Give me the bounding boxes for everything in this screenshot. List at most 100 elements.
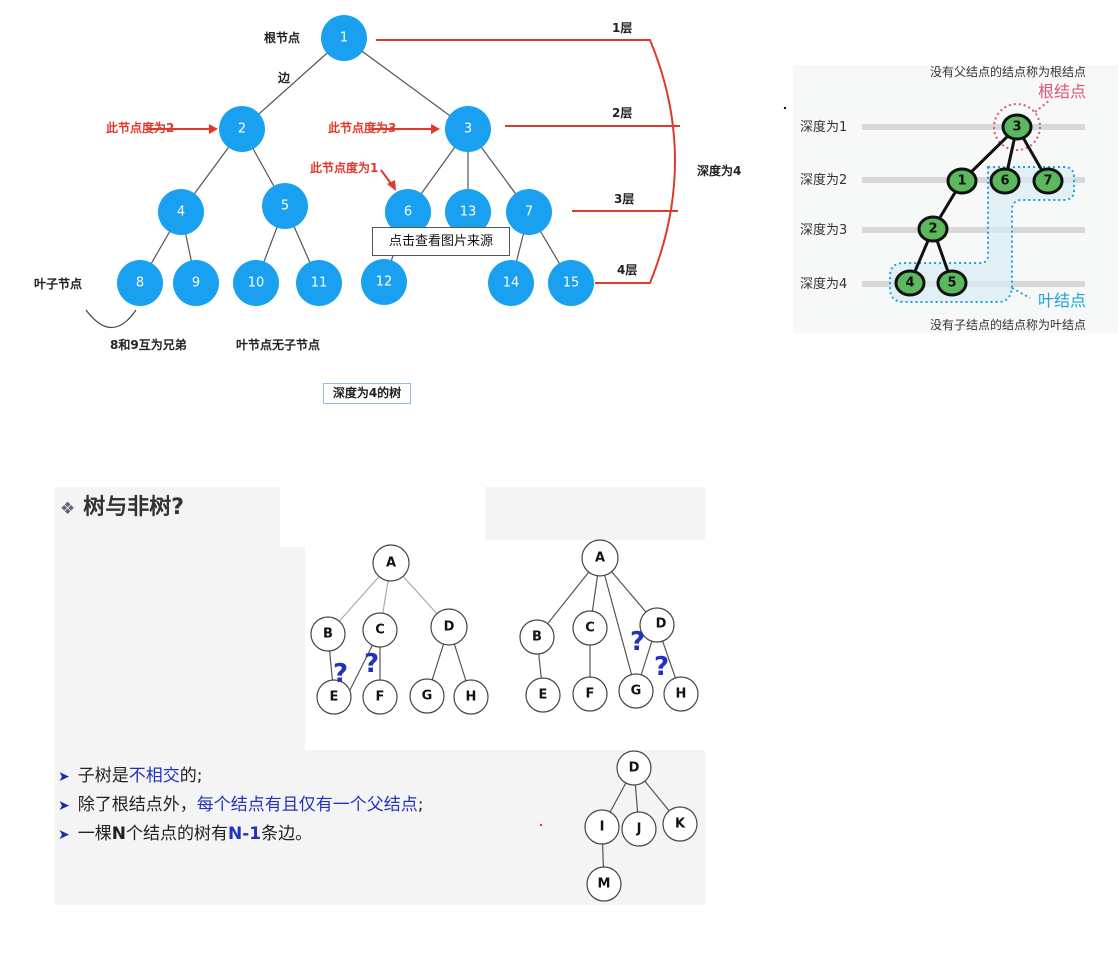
bullet-list: ➤子树是不相交的; ➤除了根结点外，每个结点有且仅有一个父结点; ➤一棵N个结点… (58, 762, 423, 849)
svg-text:G: G (422, 689, 433, 704)
tree-node: 5 (936, 269, 968, 297)
tree-node: 13 (445, 189, 491, 235)
tree-node: J (621, 811, 657, 847)
section-title: ❖ 树与非树? (60, 489, 184, 521)
root-title: 根结点 (1038, 82, 1086, 101)
tree-node: H (663, 676, 699, 712)
degree1-label: 此节点度为1 (310, 160, 378, 175)
tree-node: D (430, 608, 468, 646)
svg-text:D: D (444, 620, 455, 635)
svg-text:7: 7 (525, 205, 533, 220)
edge-label: 边 (277, 70, 291, 85)
leaf-title: 叶结点 (1038, 291, 1086, 310)
tree-node: 5 (262, 183, 308, 229)
arrow-bullet-icon: ➤ (58, 798, 70, 814)
tree-node: D (639, 607, 675, 643)
tree1-nodes: A B C D E F G H (310, 544, 489, 715)
svg-text:1: 1 (957, 174, 966, 189)
tree-node: 2 (219, 106, 265, 152)
svg-text:5: 5 (281, 199, 289, 214)
svg-text:14: 14 (503, 276, 520, 291)
section-title-text: 树与非树? (83, 495, 185, 520)
leaf-definition: 没有子结点的结点称为叶结点 (930, 317, 1086, 332)
svg-text:F: F (376, 690, 385, 705)
tree-node: M (586, 866, 622, 902)
svg-text:5: 5 (947, 276, 956, 291)
bullet-item: ➤子树是不相交的; (58, 766, 203, 786)
tree-node: 11 (296, 260, 342, 306)
svg-text:2: 2 (238, 122, 246, 137)
svg-text:13: 13 (460, 205, 477, 220)
figure-caption: 深度为4的树 (323, 383, 411, 404)
tree-node: 14 (488, 260, 534, 306)
level-3-label: 3层 (614, 192, 634, 206)
tree-node: F (362, 679, 398, 715)
svg-text:10: 10 (248, 276, 265, 291)
svg-text:6: 6 (404, 205, 412, 220)
tree-node: E (525, 677, 561, 713)
tree-node: 9 (173, 260, 219, 306)
svg-text:B: B (323, 627, 333, 642)
degree2-label: 此节点度为2 (106, 120, 174, 135)
tree-node: 1 (946, 167, 978, 195)
svg-text:J: J (636, 822, 642, 837)
tree-node: 12 (361, 259, 407, 305)
svg-text:H: H (676, 687, 687, 702)
svg-text:D: D (629, 761, 640, 776)
question-mark: ? (630, 627, 645, 657)
image-source-tooltip[interactable]: 点击查看图片来源 (372, 227, 510, 256)
root-label: 根节点 (264, 30, 300, 45)
svg-text:A: A (595, 551, 605, 566)
svg-text:15: 15 (563, 276, 580, 291)
svg-text:K: K (675, 817, 686, 832)
root-highlight (993, 103, 1041, 151)
arrow-heads (209, 124, 440, 191)
svg-text:H: H (466, 690, 477, 705)
tree-node: 6 (989, 167, 1021, 195)
tree-node: D (616, 750, 652, 786)
svg-text:6: 6 (1000, 174, 1009, 189)
degree3-label: 此节点度为3 (328, 120, 396, 135)
question-mark: ? (364, 649, 379, 679)
right-tree-nodes: 3 1 6 7 2 4 5 (894, 113, 1064, 297)
svg-text:9: 9 (192, 276, 200, 291)
tree-node: I (584, 809, 620, 845)
tree-node: F (572, 676, 608, 712)
svg-text:3: 3 (464, 122, 472, 137)
tree-node: H (453, 679, 489, 715)
depth-row-label: 深度为3 (800, 222, 847, 238)
question-mark: ? (654, 652, 669, 682)
svg-text:B: B (532, 630, 542, 645)
stray-dot (539, 823, 543, 827)
tree3-nodes: D I J K M (584, 750, 698, 902)
depth-row-label: 深度为1 (800, 119, 847, 135)
diamond-bullet-icon: ❖ (60, 499, 76, 519)
level-2-label: 2层 (612, 106, 632, 120)
stray-dot (783, 106, 787, 110)
bullet-item: ➤一棵N个结点的树有N-1条边。 (58, 824, 313, 844)
level-1-label: 1层 (612, 21, 632, 35)
svg-text:12: 12 (376, 275, 393, 290)
depth-label: 深度为4 (697, 163, 741, 178)
leaf-pointer (1011, 287, 1031, 299)
bullet-item: ➤除了根结点外，每个结点有且仅有一个父结点; (58, 795, 424, 815)
tree-node: 7 (506, 189, 552, 235)
level-4-label: 4层 (617, 263, 637, 277)
svg-text:D: D (656, 617, 667, 632)
question-mark: ? (333, 659, 348, 689)
tree2-nodes: A B C D E F G H (519, 539, 699, 713)
svg-text:C: C (375, 623, 385, 638)
svg-text:2: 2 (928, 222, 937, 237)
tree-node: 3 (1001, 113, 1033, 141)
arrow-bullet-icon: ➤ (58, 769, 70, 785)
svg-text:1: 1 (340, 31, 348, 46)
svg-text:I: I (600, 820, 605, 835)
tree-node: B (519, 619, 555, 655)
sibling-label: 8和9互为兄弟 (110, 337, 187, 352)
leaf-no-child-label: 叶节点无子节点 (236, 337, 320, 352)
tree-node: G (618, 673, 654, 709)
top-tree-nodes: 1 2 3 4 5 6 13 7 8 9 10 11 12 14 15 (117, 15, 594, 306)
tree-node: 8 (117, 260, 163, 306)
tree-node: 7 (1032, 167, 1064, 195)
